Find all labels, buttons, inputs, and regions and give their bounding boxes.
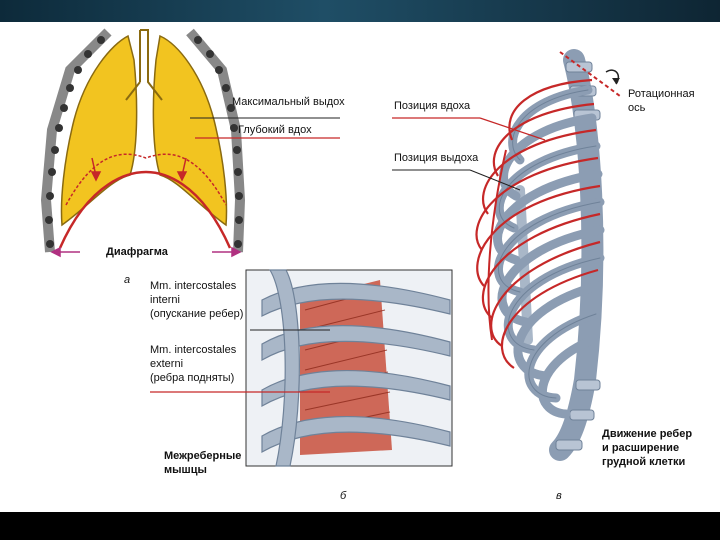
- label-rib-motion-line1: Движение ребер: [602, 428, 693, 440]
- label-external-muscles-line1: Mm. intercostales: [150, 344, 237, 356]
- chest-expansion-arrows: [50, 246, 242, 258]
- label-internal-muscles-line3: (опускание ребер): [150, 308, 244, 320]
- label-rotation-axis-line1: Ротационная: [628, 88, 695, 100]
- panel-a-letter: а: [124, 274, 131, 286]
- diaphragm-exhale-line: [65, 153, 227, 206]
- slide-footer-bar: [0, 512, 720, 540]
- label-intercostal-muscles-line1: Межреберные: [164, 450, 242, 462]
- panel-c-letter: в: [556, 490, 562, 502]
- slide-header-bar: [0, 0, 720, 22]
- label-external-muscles-line2: externi: [150, 358, 184, 370]
- label-diaphragm: Диафрагма: [106, 246, 168, 258]
- ribs-detail: [261, 269, 451, 467]
- label-rib-motion-line2: и расширение: [602, 442, 680, 454]
- anatomy-figure: [40, 28, 621, 467]
- label-internal-muscles-line2: interni: [150, 294, 180, 306]
- label-inhale-position: Позиция вдоха: [394, 100, 471, 112]
- label-exhale-position: Позиция выдоха: [394, 152, 479, 164]
- intercostal-muscle: [300, 280, 392, 455]
- label-external-muscles-line3: (ребра подняты): [150, 372, 235, 384]
- diaphragm-inhale-line: [58, 170, 232, 249]
- rib-cross-sections: [45, 36, 243, 248]
- figure-area: [0, 22, 720, 512]
- label-max-exhale: Максимальный выдох: [232, 96, 345, 108]
- label-rib-motion-line3: грудной клетки: [602, 456, 686, 468]
- label-intercostal-muscles-line2: мышцы: [164, 464, 207, 476]
- label-internal-muscles-line1: Mm. intercostales: [150, 280, 237, 292]
- panel-a-lungs-diagram: [40, 28, 340, 258]
- panel-b-letter: б: [340, 490, 347, 502]
- panel-b-intercostal-diagram: [150, 269, 453, 467]
- inhale-rib-outlines: [475, 78, 601, 369]
- label-rotation-axis-line2: ось: [628, 102, 646, 114]
- panel-c-ribcage-diagram: [392, 49, 621, 461]
- diaphragm-movement-arrows: [90, 157, 188, 182]
- label-deep-inhale: Глубокий вдох: [238, 124, 312, 136]
